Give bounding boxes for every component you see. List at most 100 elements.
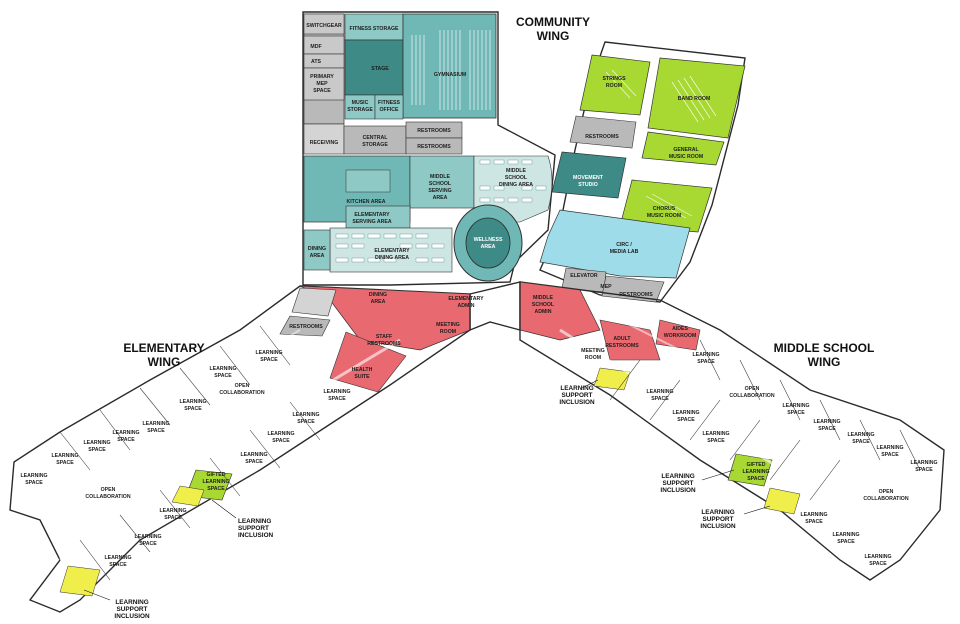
ls-e12-2: SPACE (245, 459, 263, 465)
central-storage-label-2: STORAGE (362, 142, 388, 148)
ls-e6-2: SPACE (88, 447, 106, 453)
elem-dining-label-1: ELEMENTARY (374, 248, 410, 254)
band-seating (605, 69, 717, 219)
ls-m5-1: LEARNING (782, 403, 809, 409)
media-lab-label-1: CIRC / (616, 242, 632, 248)
meeting-room-label-2: ROOM (440, 329, 456, 335)
lsi-elem-1-l2: SUPPORT (238, 525, 269, 532)
lsi-ms-3-l3: INCLUSION (700, 523, 736, 530)
ls-m3-1: LEARNING (672, 410, 699, 416)
ls-m1-2: SPACE (697, 359, 715, 365)
ls-m6-1: LEARNING (813, 419, 840, 425)
ls-m11-2: SPACE (837, 539, 855, 545)
elem-open-collab-2-l1: OPEN (101, 487, 116, 493)
elem-serving-label-2: SERVING AREA (352, 219, 391, 225)
ls-m9-2: SPACE (915, 467, 933, 473)
ms-serving-label-1: MIDDLE (430, 174, 450, 180)
lsi-ms-3-l2: SUPPORT (703, 516, 734, 523)
middle-school-wing-title-2: WING (808, 355, 841, 369)
music-storage-label-1: MUSIC (352, 100, 369, 106)
strings-label-1: STRINGS (602, 76, 626, 82)
fitness-office-label-1: FITNESS (378, 100, 400, 106)
ls-e10-2: SPACE (297, 419, 315, 425)
elem-serving-label-1: ELEMENTARY (354, 212, 390, 218)
lsi-elem-2-l3: INCLUSION (114, 613, 150, 620)
restrooms-top-label: RESTROOMS (417, 128, 451, 134)
ls-m8-2: SPACE (881, 452, 899, 458)
primary-mep-label-2: MEP (316, 81, 328, 87)
elem-open-collab-1-l1: OPEN (235, 383, 250, 389)
elem-open-collab-2-l2: COLLABORATION (85, 494, 130, 500)
ls-m5-2: SPACE (787, 410, 805, 416)
ms-open-collab-2-l2: COLLABORATION (863, 496, 908, 502)
ls-m2-1: LEARNING (646, 389, 673, 395)
ls-e11-2: SPACE (272, 438, 290, 444)
staff-restrooms-label-1: STAFF (376, 334, 392, 340)
ls-m6-2: SPACE (818, 426, 836, 432)
lsi-ms-1-l1: LEARNING (560, 385, 593, 392)
ls-e14-1: LEARNING (134, 534, 161, 540)
movement-studio-label-2: STUDIO (578, 182, 598, 188)
elem-open-collab-1-l2: COLLABORATION (219, 390, 264, 396)
ls-e12-1: LEARNING (240, 452, 267, 458)
ls-e7-2: SPACE (56, 460, 74, 466)
lsi-elem-2-l2: SUPPORT (117, 606, 148, 613)
adult-restrooms-label-2: RESTROOMS (605, 343, 639, 349)
ls-m4-2: SPACE (707, 438, 725, 444)
ms-learning-spaces: LEARNING SPACE LEARNING SPACE LEARNING S… (646, 352, 937, 567)
primary-mep-label-3: SPACE (313, 88, 331, 94)
admin-room-labels: DINING AREA ELEMENTARY ADMIN MIDDLE SCHO… (289, 292, 696, 380)
lsi-elem-2-l1: LEARNING (115, 599, 148, 606)
lsi-ms-1-l3: INCLUSION (559, 399, 595, 406)
restrooms-top2-label: RESTROOMS (417, 144, 451, 150)
ls-m7-2: SPACE (852, 439, 870, 445)
mep-label: MEP (600, 284, 612, 290)
ls-m11-1: LEARNING (832, 532, 859, 538)
ls-e15-1: LEARNING (104, 555, 131, 561)
middle-school-wing-title-1: MIDDLE SCHOOL (774, 341, 875, 355)
restrooms-elem-label: RESTROOMS (289, 324, 323, 330)
music-wing-block (539, 41, 746, 303)
lsi-ms-1-l2: SUPPORT (562, 392, 593, 399)
ls-m3-2: SPACE (677, 417, 695, 423)
wellness-label-2: AREA (481, 244, 496, 250)
ls-m2-2: SPACE (651, 396, 669, 402)
gifted-label-3: SPACE (207, 486, 225, 492)
music-storage-label-2: STORAGE (347, 107, 373, 113)
ls-m8-1: LEARNING (876, 445, 903, 451)
dining-area-small-label-2: AREA (371, 299, 386, 305)
ms-dining-label-3: DINING AREA (499, 182, 533, 188)
elementary-wing-title-2: WING (148, 355, 181, 369)
restrooms-cw2-label: RESTROOMS (619, 292, 653, 298)
ls-e9-2: SPACE (328, 396, 346, 402)
chorus-label-2: MUSIC ROOM (647, 213, 681, 219)
ls-e8-1: LEARNING (20, 473, 47, 479)
gymnasium-label: GYMNASIUM (434, 72, 466, 78)
ls-m10-2: SPACE (805, 519, 823, 525)
ls-m10-1: LEARNING (800, 512, 827, 518)
meeting-room-label-1: MEETING (436, 322, 460, 328)
ls-m4-1: LEARNING (702, 431, 729, 437)
elementary-room-grid (59, 325, 321, 581)
ls-m9-1: LEARNING (910, 460, 937, 466)
ls-e3-1: LEARNING (179, 399, 206, 405)
community-wing-block (302, 11, 556, 286)
middle-school-room-labels: OPEN COLLABORATION OPEN COLLABORATION GI… (646, 352, 937, 567)
community-wing-title-2: WING (537, 29, 570, 43)
ms-admin-label-1: MIDDLE (533, 295, 553, 301)
lsi-ms-2-l1: LEARNING (661, 473, 694, 480)
receiving-label: RECEIVING (310, 140, 339, 146)
ls-e8-2: SPACE (25, 480, 43, 486)
dining-left-label-2: AREA (310, 253, 325, 259)
elementary-wing-title-1: ELEMENTARY (123, 341, 204, 355)
ls-e1-2: SPACE (260, 357, 278, 363)
gifted-label-2: LEARNING (202, 479, 229, 485)
elementary-admin-label-2: ADMIN (457, 303, 474, 309)
middle-school-wing-block (519, 281, 945, 581)
ms-dining-label-2: SCHOOL (505, 175, 528, 181)
music-room-labels: STRINGS ROOM BAND ROOM RESTROOMS GENERAL… (570, 76, 710, 298)
middle-school-room-grid (609, 339, 921, 501)
elementary-wing-block (9, 285, 471, 613)
adult-restrooms-label-1: ADULT (613, 336, 631, 342)
